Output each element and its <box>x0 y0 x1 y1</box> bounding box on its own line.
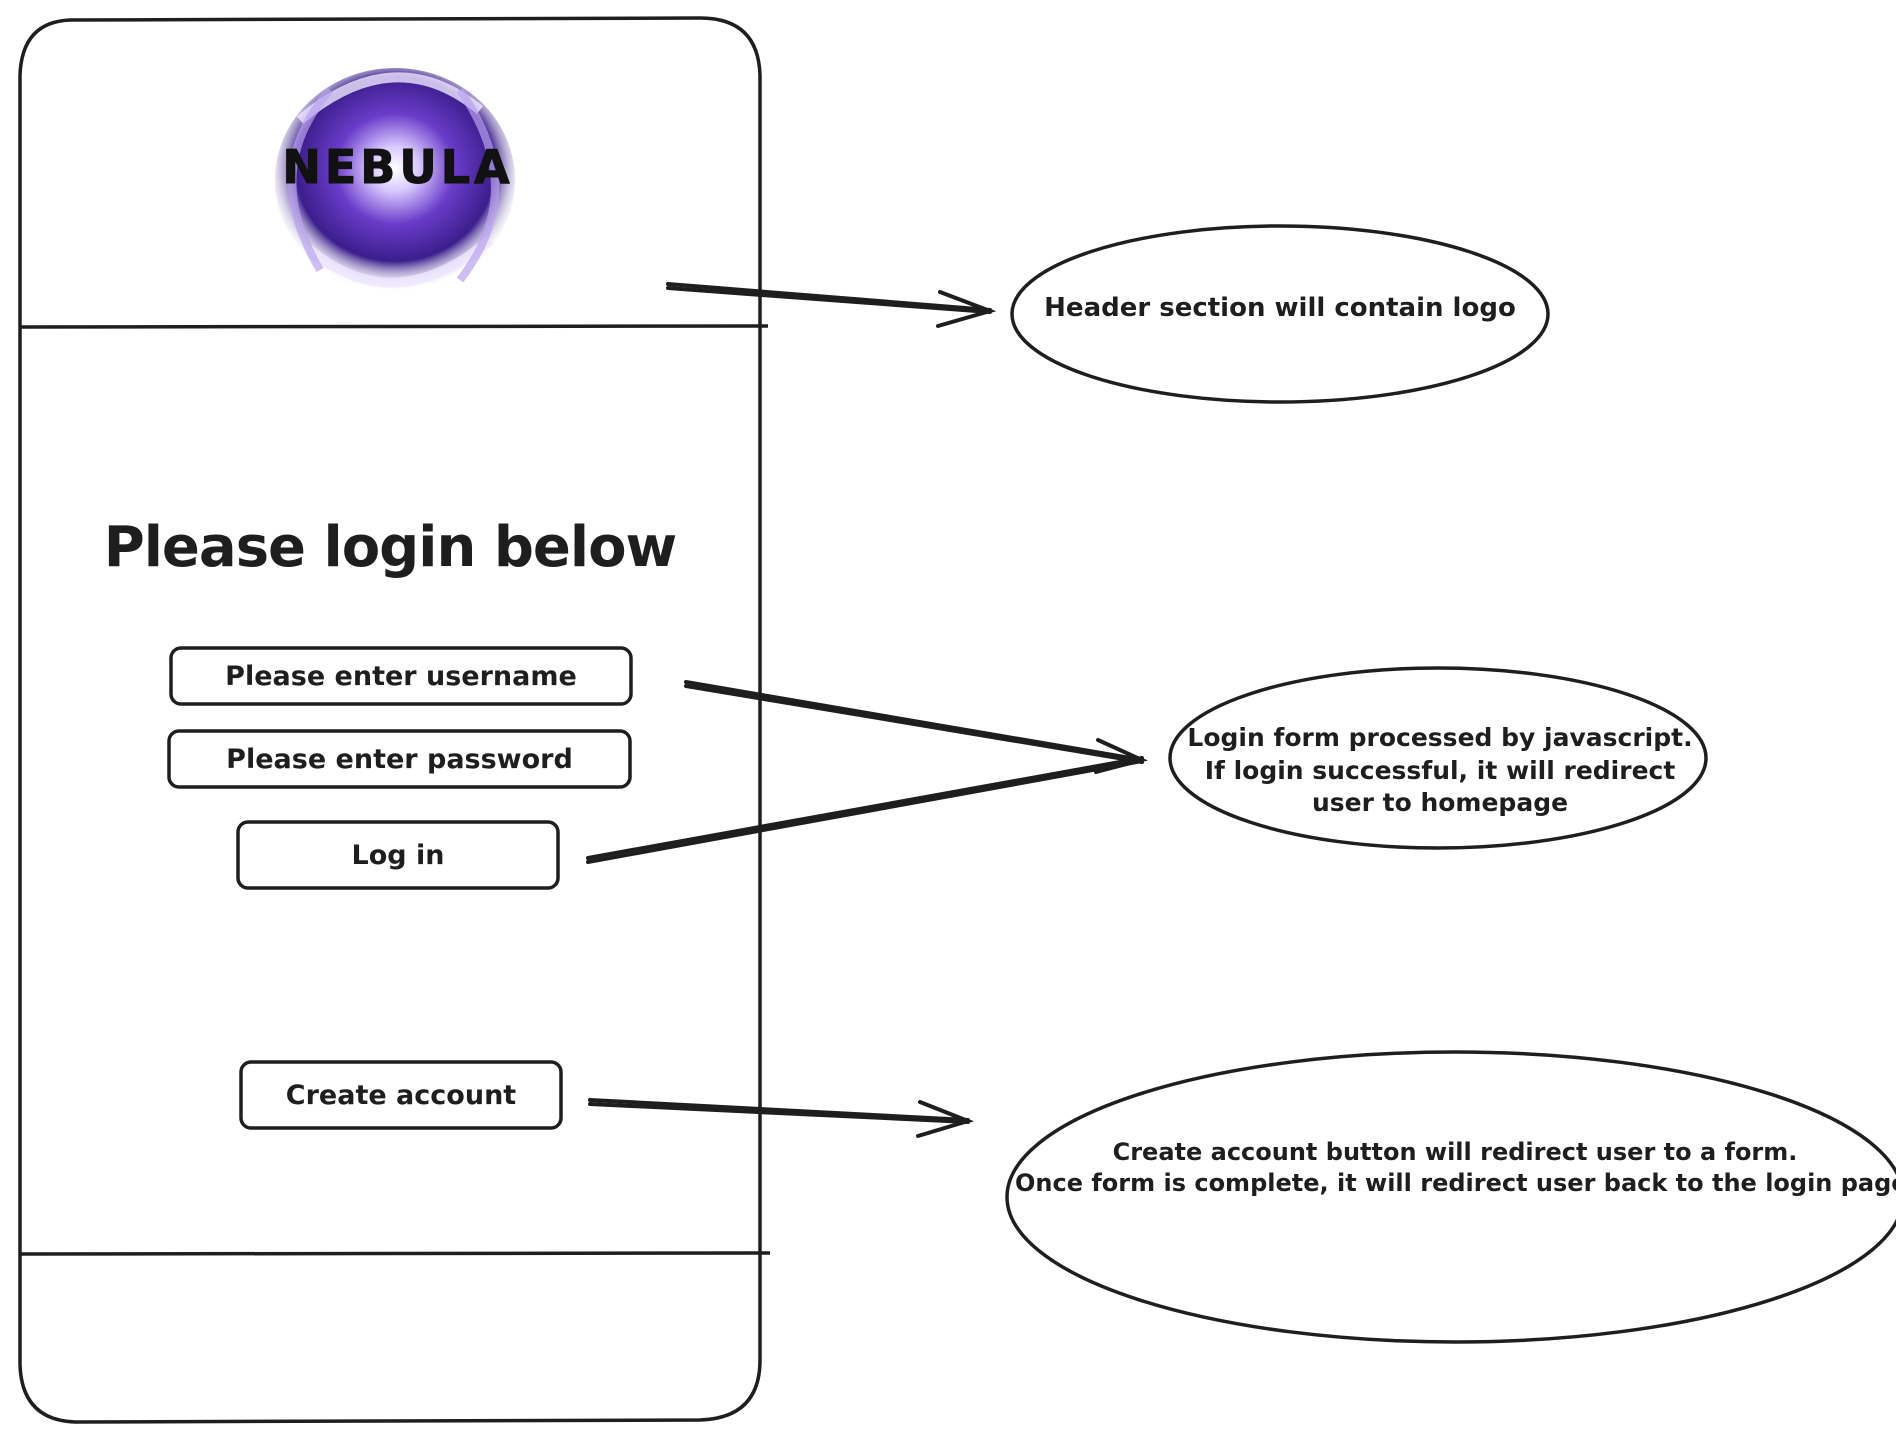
login-note-ellipse <box>1168 666 1708 850</box>
footer-divider <box>19 1251 771 1256</box>
login-button-label: Log in <box>351 839 445 871</box>
logo-text: NEBULA <box>282 140 514 195</box>
login-note: Login form processed by javascript. If l… <box>1180 722 1700 820</box>
login-note-line: If login successful, it will redirect <box>1204 755 1676 785</box>
username-input-box <box>169 646 633 706</box>
page-heading: Please login below <box>103 515 678 580</box>
create-account-button-box <box>239 1060 563 1130</box>
header-note-ellipse <box>1010 224 1550 404</box>
nebula-logo-icon <box>275 68 515 292</box>
arrow-username <box>684 680 1144 764</box>
header-divider <box>19 324 769 329</box>
arrow-login <box>586 738 1148 864</box>
create-note-ellipse <box>1005 1050 1896 1344</box>
header-note-line: Header section will contain logo <box>1044 293 1516 323</box>
login-button-box <box>236 820 560 890</box>
password-placeholder: Please enter password <box>226 743 573 775</box>
create-note-line: Once form is complete, it will redirect … <box>1015 1169 1896 1198</box>
login-note-line: Login form processed by javascript. <box>1187 723 1693 752</box>
login-note-line: user to homepage <box>1311 788 1569 817</box>
phone-frame <box>18 16 762 1424</box>
arrow-header <box>666 282 997 328</box>
header-note: Header section will contain logo <box>1020 292 1540 326</box>
create-note: Create account button will redirect user… <box>1015 1137 1896 1199</box>
create-account-button[interactable]: Create account <box>241 1062 561 1128</box>
create-account-button-label: Create account <box>285 1079 517 1111</box>
username-input[interactable]: Please enter username <box>171 648 631 704</box>
password-input[interactable]: Please enter password <box>169 731 630 787</box>
arrow-create-account <box>588 1098 975 1138</box>
create-note-line: Create account button will redirect user… <box>1112 1138 1798 1166</box>
login-button[interactable]: Log in <box>238 822 558 888</box>
username-placeholder: Please enter username <box>225 660 577 692</box>
password-input-box <box>167 729 632 789</box>
